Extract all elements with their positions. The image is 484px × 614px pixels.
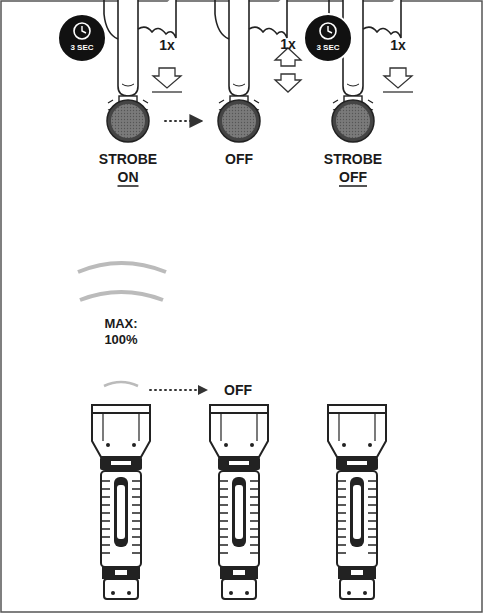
button-state: STROBE OFF (318, 94, 388, 186)
dotted-arrow (165, 120, 202, 122)
push-button (93, 94, 163, 144)
push-button (204, 94, 274, 144)
timer-label: 3 SEC (70, 42, 93, 53)
button-state: OFF (204, 94, 274, 168)
push-button (318, 94, 388, 144)
step-label: 1x (280, 36, 296, 53)
step-label: 1x (390, 37, 406, 54)
state-label: STROBE OFF (321, 150, 385, 186)
step-label: 1x (159, 37, 175, 54)
step-label: MAX: 100% (97, 316, 145, 348)
timer-label: 3 SEC (316, 42, 339, 53)
underline (339, 185, 367, 187)
step-label: OFF (224, 382, 252, 399)
state-label: STROBE ON (96, 150, 160, 186)
button-state: STROBE ON (93, 94, 163, 186)
state-label: OFF (207, 150, 271, 168)
underline (118, 185, 139, 187)
